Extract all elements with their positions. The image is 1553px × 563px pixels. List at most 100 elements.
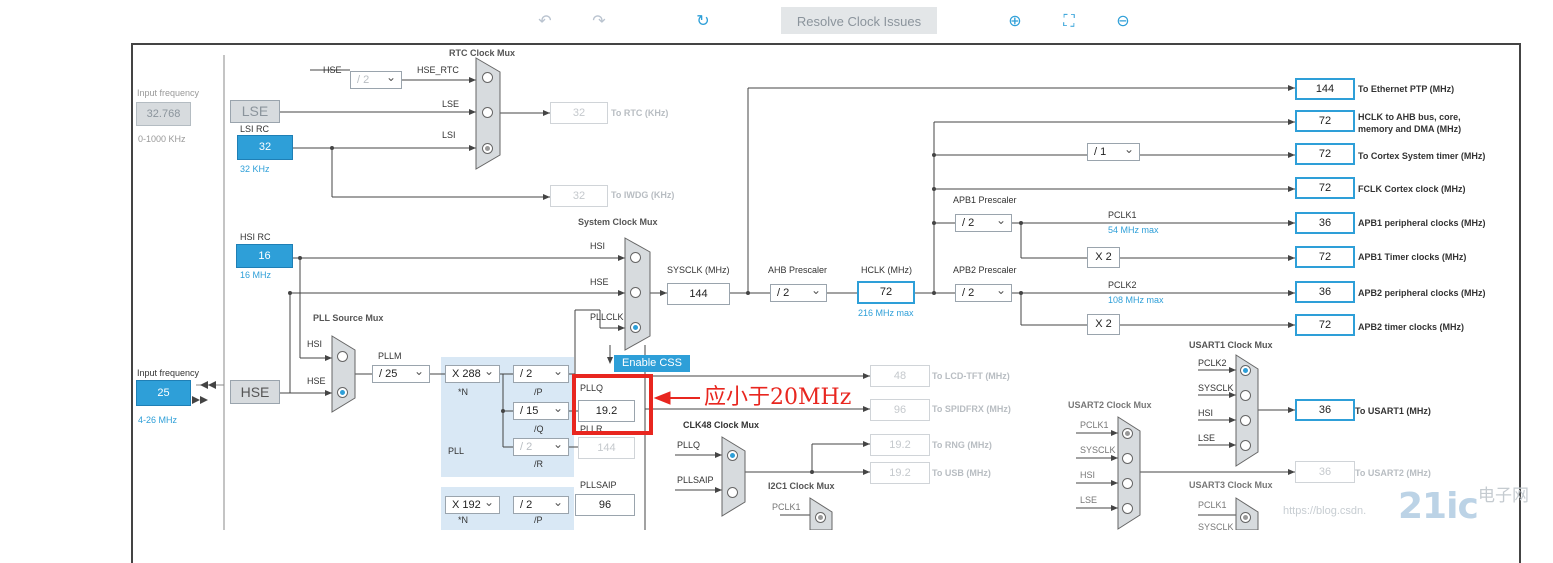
ahb-bus-value[interactable]: 72 bbox=[1295, 110, 1355, 132]
lse-input-frequency-field[interactable]: 32.768 bbox=[136, 102, 191, 126]
enable-css-button[interactable]: Enable CSS bbox=[614, 355, 690, 372]
usart1-hsi-label: HSI bbox=[1198, 408, 1214, 418]
zoom-in-icon[interactable]: ⊕ bbox=[1008, 11, 1022, 30]
hsi-rc-value: 16 bbox=[236, 244, 293, 268]
sysclk-mux-hse-radio[interactable] bbox=[630, 287, 641, 298]
usb-label: To USB (MHz) bbox=[932, 468, 991, 478]
hse-input-frequency-label: Input frequency bbox=[137, 368, 200, 378]
apb1-peripheral-value[interactable]: 36 bbox=[1295, 212, 1355, 234]
clk48-mux-shape bbox=[721, 436, 746, 517]
lcd-tft-label: To LCD-TFT (MHz) bbox=[932, 371, 1010, 381]
refresh-icon[interactable]: ↻ bbox=[696, 11, 710, 30]
sysclk-value-field[interactable]: 144 bbox=[667, 283, 730, 305]
hse-input-frequency-field[interactable]: 25 bbox=[136, 380, 191, 406]
plln-select[interactable]: X 288 bbox=[445, 363, 500, 383]
pllq-annotation: 应小于20MHz bbox=[704, 385, 852, 410]
usart2-hsi-label: HSI bbox=[1080, 470, 1096, 480]
cortex-timer-value[interactable]: 72 bbox=[1295, 143, 1355, 165]
usart1-hsi-radio[interactable] bbox=[1240, 415, 1251, 426]
usart1-value[interactable]: 36 bbox=[1295, 399, 1355, 421]
usart1-sysclk-radio[interactable] bbox=[1240, 390, 1251, 401]
clk48-pllq-radio[interactable] bbox=[727, 450, 738, 461]
hclk-value-field[interactable]: 72 bbox=[857, 281, 915, 304]
rtc-mux-lse-radio[interactable] bbox=[482, 107, 493, 118]
lse-input-frequency-label: Input frequency bbox=[137, 88, 200, 98]
pllr-value-field: 144 bbox=[578, 437, 635, 459]
resolve-clock-issues-button[interactable]: Resolve Clock Issues bbox=[781, 7, 937, 34]
lse-oscillator[interactable]: LSE bbox=[230, 100, 280, 123]
plln-label: *N bbox=[458, 387, 469, 397]
hclk-max-label: 216 MHz max bbox=[858, 308, 914, 318]
usart1-pclk2-radio[interactable] bbox=[1240, 365, 1251, 376]
pllq-select[interactable]: / 15 bbox=[513, 400, 569, 420]
usart1-lse-radio[interactable] bbox=[1240, 440, 1251, 451]
ahb-prescaler-select[interactable]: / 2 bbox=[770, 282, 827, 302]
usart2-hsi-radio[interactable] bbox=[1122, 478, 1133, 489]
redo-icon[interactable]: ↷ bbox=[592, 11, 606, 30]
toolbar: ↶ ↷ ↻ Resolve Clock Issues ⊕ ⛶ ⊖ bbox=[0, 0, 1553, 40]
lsi-rc-value: 32 bbox=[237, 135, 293, 160]
i2c1-pclk1-radio[interactable] bbox=[815, 512, 826, 523]
pllq-label: PLLQ bbox=[580, 383, 604, 393]
zoom-out-icon[interactable]: ⊖ bbox=[1116, 11, 1130, 30]
usart2-mux-title: USART2 Clock Mux bbox=[1068, 400, 1152, 410]
apb2-prescaler-select[interactable]: / 2 bbox=[955, 282, 1012, 302]
pclk2-max-label: 108 MHz max bbox=[1108, 295, 1164, 305]
usart3-pclk1-label: PCLK1 bbox=[1198, 500, 1227, 510]
pllsai-n-select[interactable]: X 192 bbox=[445, 494, 500, 514]
apb1-prescaler-select[interactable]: / 2 bbox=[955, 212, 1012, 232]
hse-rtc-label: HSE_RTC bbox=[417, 65, 459, 75]
hsi-rc-label: HSI RC bbox=[240, 232, 271, 242]
ahb-bus-label-line1: HCLK to AHB bus, core, bbox=[1358, 112, 1461, 122]
pllsaip-value-field[interactable]: 96 bbox=[575, 494, 635, 516]
pllsai-p-select[interactable]: / 2 bbox=[513, 494, 569, 514]
pllp-select[interactable]: / 2 bbox=[513, 363, 569, 383]
sysclk-pllclk-label: PLLCLK bbox=[590, 312, 624, 322]
usart2-label: To USART2 (MHz) bbox=[1355, 468, 1431, 478]
sysclk-mux-pllclk-radio[interactable] bbox=[630, 322, 641, 333]
usb-value: 19.2 bbox=[870, 462, 930, 484]
lsi-rc-label: LSI RC bbox=[240, 124, 270, 134]
usart2-sysclk-label: SYSCLK bbox=[1080, 445, 1116, 455]
lse-range-label: 0-1000 KHz bbox=[138, 134, 186, 144]
hse-oscillator[interactable]: HSE bbox=[230, 380, 280, 404]
rtc-hse-divider-select[interactable]: / 2 bbox=[350, 69, 402, 89]
rng-value: 19.2 bbox=[870, 434, 930, 456]
fit-screen-icon[interactable]: ⛶ bbox=[1063, 11, 1075, 30]
usart1-pclk2-label: PCLK2 bbox=[1198, 358, 1227, 368]
usart1-sysclk-label: SYSCLK bbox=[1198, 383, 1234, 393]
rtc-mux-lsi-radio[interactable] bbox=[482, 143, 493, 154]
pllr-select[interactable]: / 2 bbox=[513, 436, 569, 456]
clk48-pllsaip-radio[interactable] bbox=[727, 487, 738, 498]
usart3-pclk1-radio[interactable] bbox=[1240, 512, 1251, 523]
fclk-value[interactable]: 72 bbox=[1295, 177, 1355, 199]
pllsai-p-label: /P bbox=[534, 515, 543, 525]
pllr-label: PLLR bbox=[580, 424, 603, 434]
cortex-timer-divider-select[interactable]: / 1 bbox=[1087, 141, 1140, 161]
ethernet-ptp-label: To Ethernet PTP (MHz) bbox=[1358, 84, 1455, 94]
apb2-timer-value[interactable]: 72 bbox=[1295, 314, 1355, 336]
apb2-peripheral-value[interactable]: 36 bbox=[1295, 281, 1355, 303]
usart1-label: To USART1 (MHz) bbox=[1355, 406, 1431, 416]
pllm-select[interactable]: / 25 bbox=[372, 363, 430, 383]
rtc-output-value: 32 bbox=[550, 102, 608, 124]
pllm-label: PLLM bbox=[378, 351, 402, 361]
usart2-lse-radio[interactable] bbox=[1122, 503, 1133, 514]
pll-source-hsi-radio[interactable] bbox=[337, 351, 348, 362]
pll-source-hse-radio[interactable] bbox=[337, 387, 348, 398]
rtc-mux-hse-radio[interactable] bbox=[482, 72, 493, 83]
ethernet-ptp-value[interactable]: 144 bbox=[1295, 78, 1355, 100]
usart1-mux-shape bbox=[1235, 354, 1259, 467]
pllq-highlight-box bbox=[572, 374, 653, 435]
rtc-lse-label: LSE bbox=[442, 99, 460, 109]
pclk2-label: PCLK2 bbox=[1108, 280, 1137, 290]
apb1-timer-value[interactable]: 72 bbox=[1295, 246, 1355, 268]
undo-icon[interactable]: ↶ bbox=[538, 11, 552, 30]
sysclk-mux-hsi-radio[interactable] bbox=[630, 252, 641, 263]
usart2-sysclk-radio[interactable] bbox=[1122, 453, 1133, 464]
usart2-pclk1-radio[interactable] bbox=[1122, 428, 1133, 439]
spdifrx-label: To SPIDFRX (MHz) bbox=[932, 404, 1011, 414]
pllq-value-field[interactable]: 19.2 bbox=[578, 400, 635, 422]
pll-source-hse-label: HSE bbox=[307, 376, 326, 386]
sysclk-label: SYSCLK (MHz) bbox=[667, 265, 730, 275]
